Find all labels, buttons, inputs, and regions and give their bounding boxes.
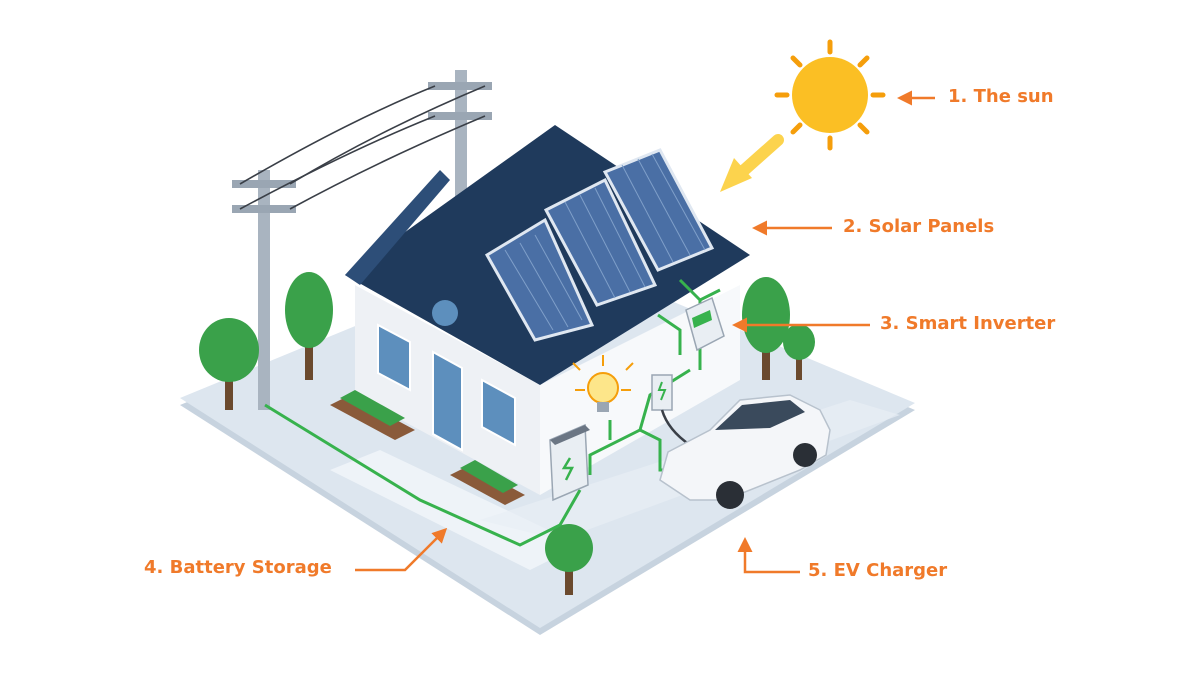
label-battery-storage: 4. Battery Storage [144,557,332,578]
solar-panel-icon [484,148,715,342]
car-icon [659,394,831,509]
utility-pole-icon [232,70,492,410]
sun-icon [774,39,886,151]
callout-arrows [355,90,935,574]
label-sun: 1. The sun [948,86,1054,107]
label-smart-inverter: 3. Smart Inverter [880,313,1056,334]
label-ev-charger: 5. EV Charger [808,560,948,581]
light-bulb-icon [572,355,634,412]
label-solar-panels: 2. Solar Panels [843,216,995,237]
sunbeam-arrow [720,134,784,192]
tree-icon [199,272,815,595]
inverter-icon [685,296,725,352]
battery-icon [549,423,590,502]
